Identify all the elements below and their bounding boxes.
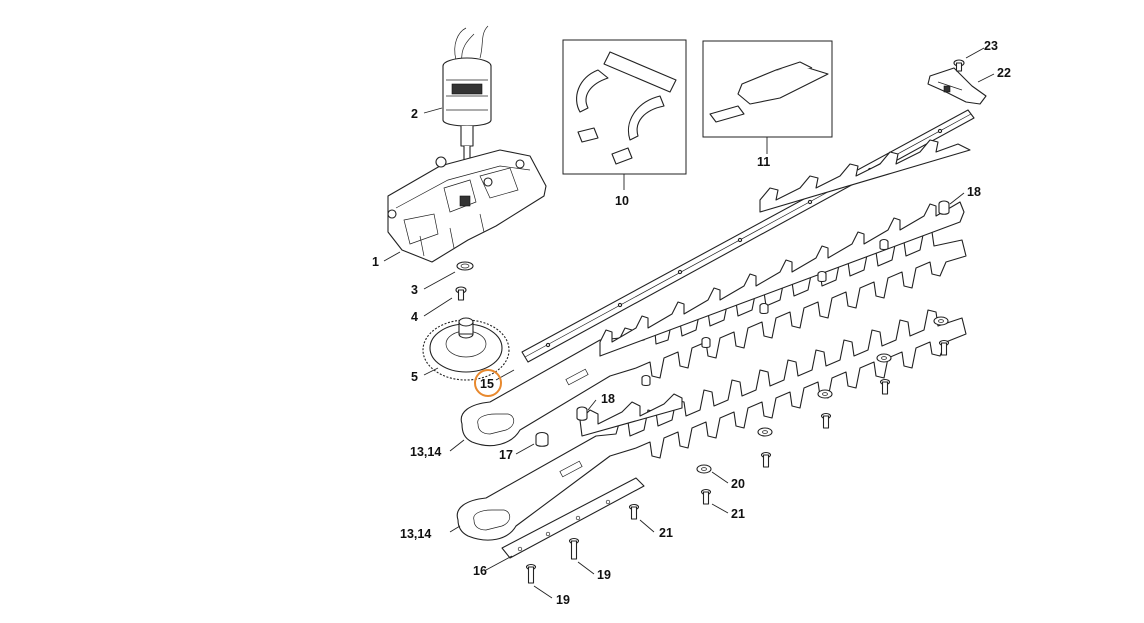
cutter-teeth-upper-row[interactable]	[599, 139, 971, 357]
callout-4[interactable]: 4	[411, 310, 418, 324]
kit-box-11[interactable]	[702, 40, 833, 138]
callout-2[interactable]: 2	[411, 107, 418, 121]
leader-lines	[383, 47, 995, 599]
cutter-blade-lower-part-13-14[interactable]	[456, 309, 967, 541]
callout-21-upper[interactable]: 21	[731, 507, 745, 521]
callout-16[interactable]: 16	[473, 564, 487, 578]
callout-1[interactable]: 1	[372, 255, 379, 269]
callout-22[interactable]: 22	[997, 66, 1011, 80]
screw-part-21[interactable]	[628, 339, 950, 520]
gear-housing-part-1[interactable]	[387, 149, 547, 263]
callout-18-lower[interactable]: 18	[601, 392, 615, 406]
spacer-part-18[interactable]	[576, 200, 950, 421]
callout-19-lower[interactable]: 19	[556, 593, 570, 607]
screw-part-23[interactable]	[953, 59, 965, 72]
callout-23[interactable]: 23	[984, 39, 998, 53]
callout-10[interactable]: 10	[615, 194, 629, 208]
callout-5[interactable]: 5	[411, 370, 418, 384]
callout-21-lower[interactable]: 21	[659, 526, 673, 540]
callout-11[interactable]: 11	[757, 155, 770, 169]
washer-part-3[interactable]	[456, 261, 474, 271]
washer-part-20[interactable]	[696, 316, 949, 474]
spacer-part-17[interactable]	[535, 431, 549, 447]
callout-13-14-lower[interactable]: 13,14	[400, 527, 431, 541]
gear-wheel-part-5[interactable]	[422, 317, 510, 381]
motor-part-2[interactable]	[442, 25, 492, 165]
kit-box-10[interactable]	[562, 39, 687, 175]
callout-17[interactable]: 17	[499, 448, 513, 462]
callout-13-14-upper[interactable]: 13,14	[410, 445, 441, 459]
callout-labels: 2 1 3 4 5 10 11 15 13,14 17 18 18 23 22 …	[372, 39, 1011, 607]
plate-part-16[interactable]	[501, 477, 645, 559]
screw-part-4[interactable]	[455, 286, 467, 301]
screw-part-19[interactable]	[525, 537, 580, 584]
highlight-ring-15	[474, 369, 502, 397]
callout-18-upper[interactable]: 18	[967, 185, 981, 199]
callout-3[interactable]: 3	[411, 283, 418, 297]
bracket-part-22[interactable]	[927, 67, 987, 105]
callout-19-upper[interactable]: 19	[597, 568, 611, 582]
callout-15[interactable]: 15	[480, 377, 494, 391]
callout-20[interactable]: 20	[731, 477, 745, 491]
